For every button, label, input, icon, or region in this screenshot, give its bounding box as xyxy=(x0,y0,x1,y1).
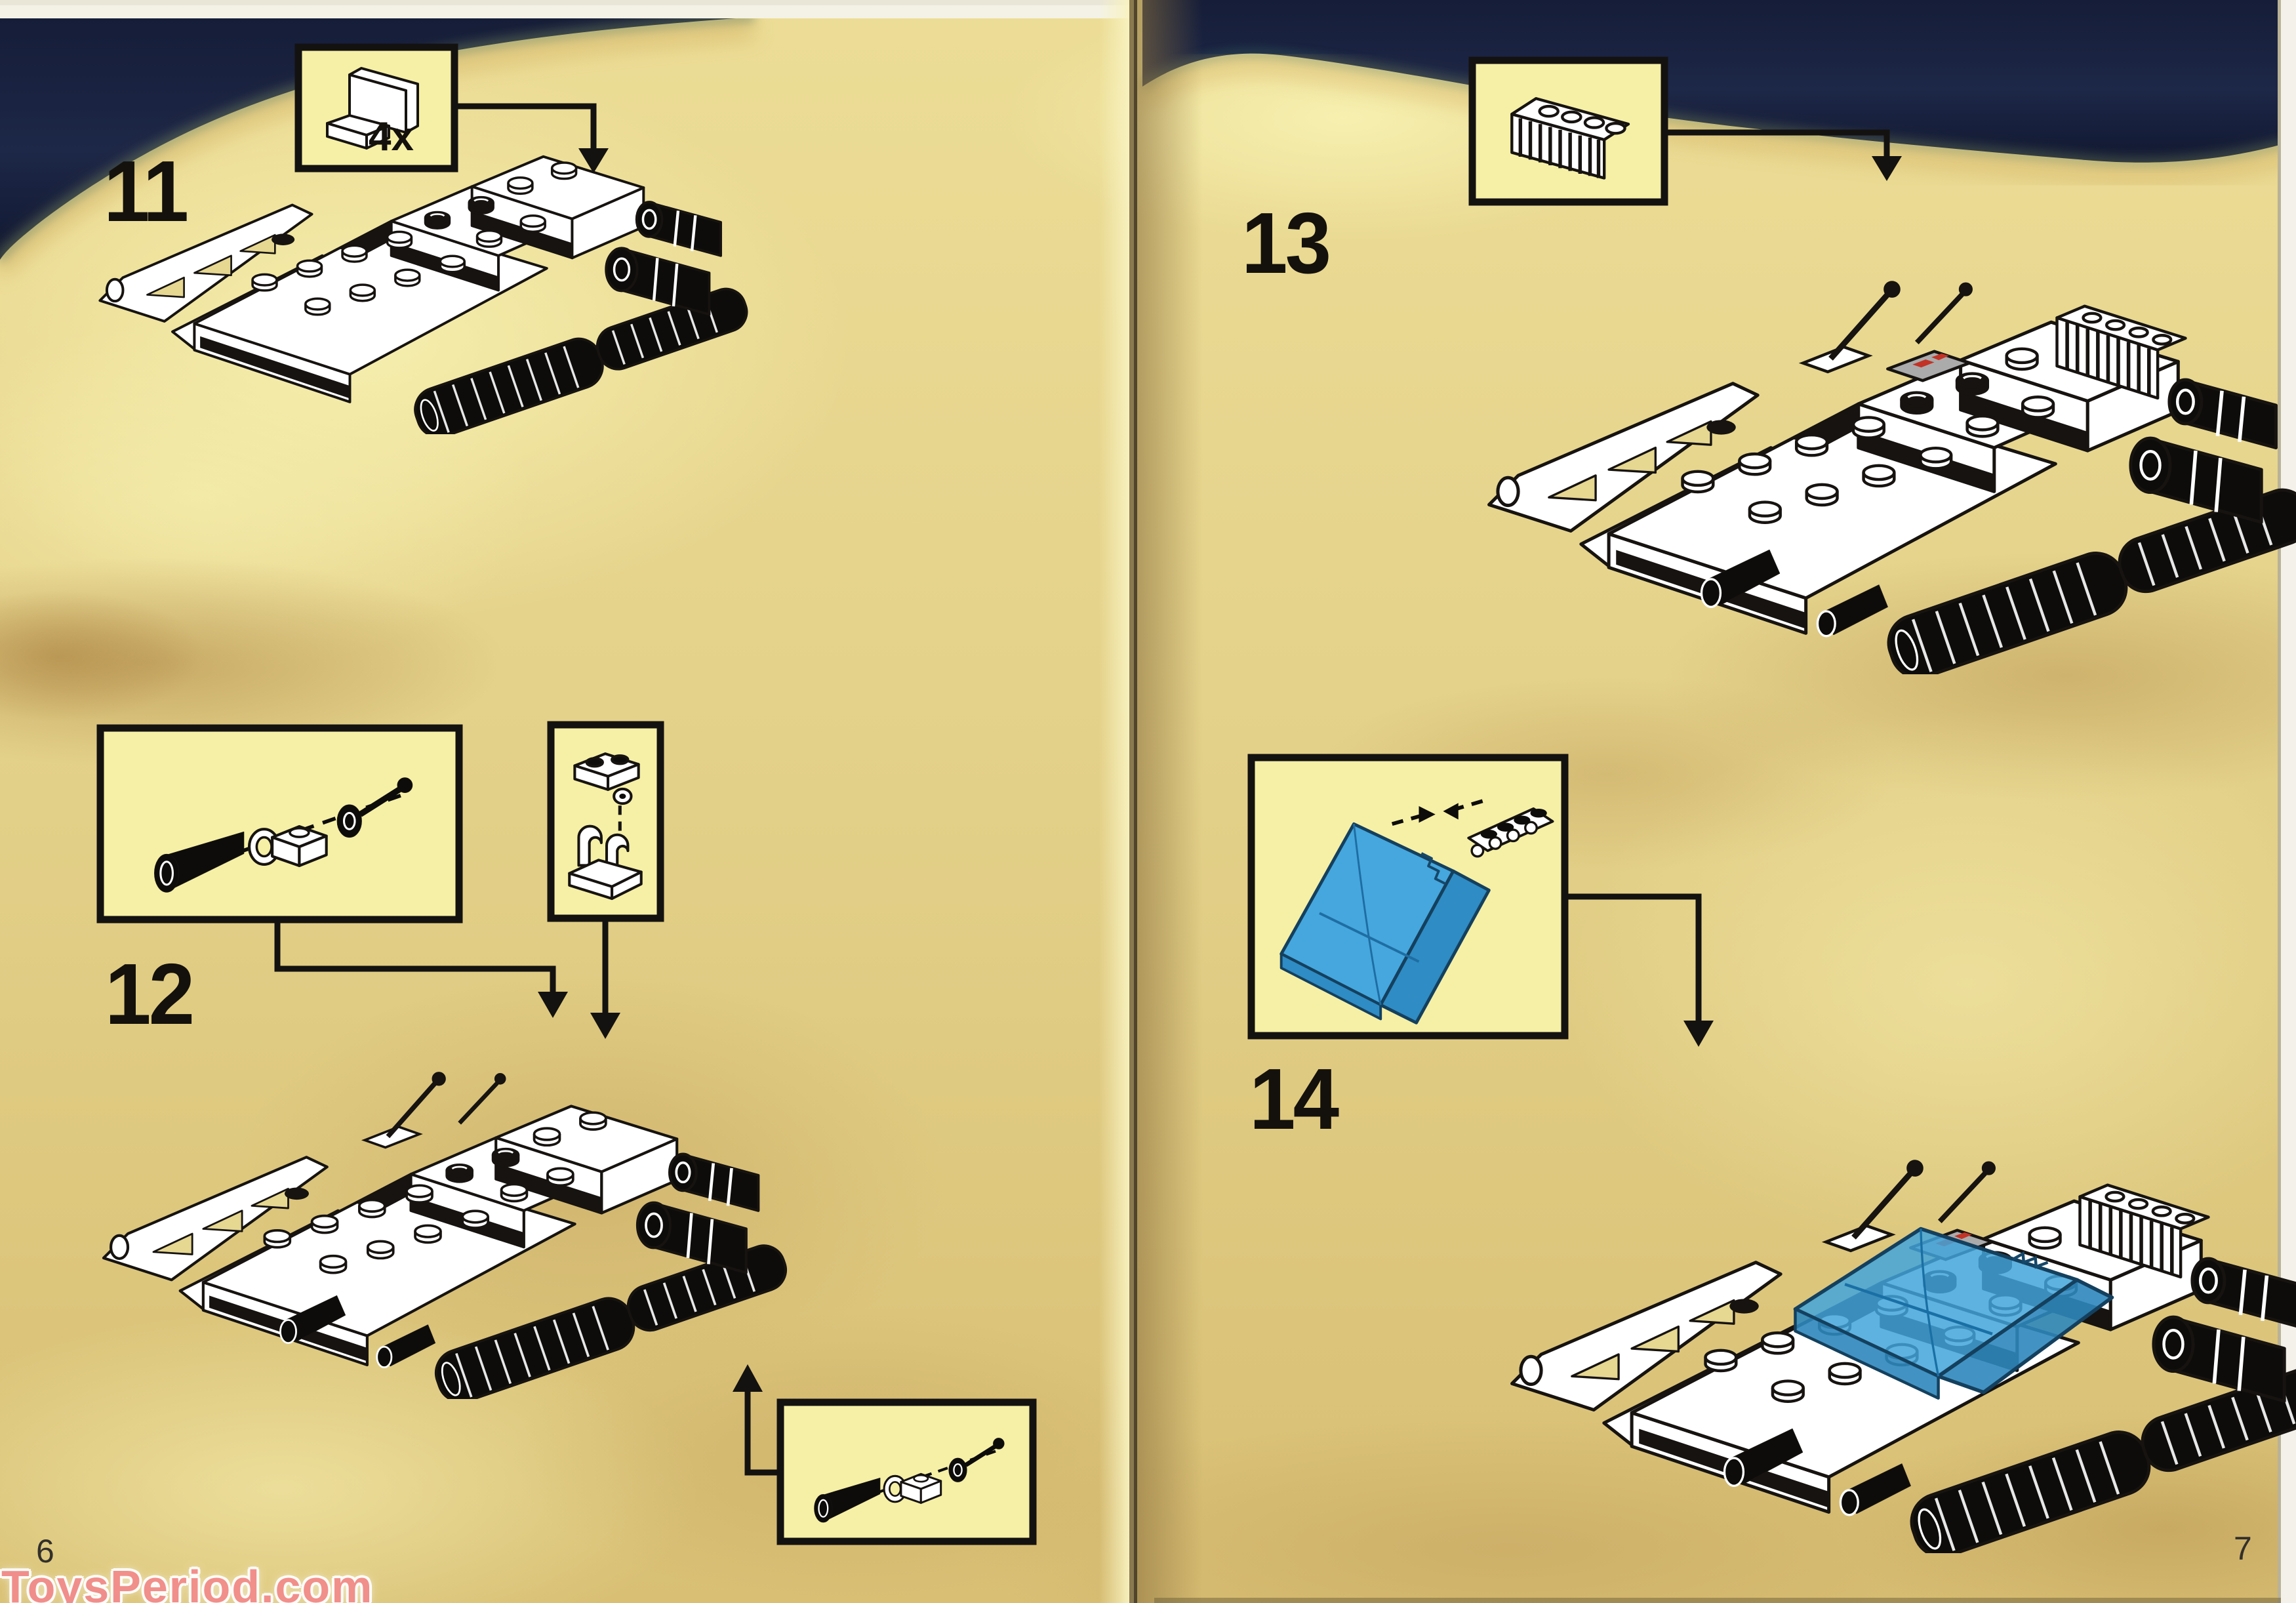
watermark: ToysPeriod.com xyxy=(1,1561,374,1603)
arrow-step-12-b xyxy=(590,918,620,1039)
arrow-down-icon xyxy=(590,1013,620,1039)
arrow-down-icon xyxy=(578,148,609,173)
arrow-up-icon xyxy=(733,1364,763,1392)
arrow-step-14 xyxy=(1565,893,1714,1047)
step-11-number: 11 xyxy=(104,143,189,239)
callout-step-14-parts xyxy=(1247,754,1569,1040)
arrow-down-icon xyxy=(1872,156,1902,181)
step-12-number: 12 xyxy=(105,946,195,1042)
callout-step-12-parts-b xyxy=(547,721,664,922)
gutter-highlight xyxy=(1099,0,1129,1603)
callout-step-12-parts-c xyxy=(776,1398,1037,1545)
step-14-number: 14 xyxy=(1249,1051,1339,1147)
callout-step-11-parts xyxy=(294,43,458,172)
callout-step-13-parts xyxy=(1468,56,1668,206)
gutter-shadow xyxy=(1137,0,1203,1603)
callout-step-12-parts-a xyxy=(96,724,463,923)
arrow-down-icon xyxy=(1683,1021,1714,1047)
arrow-step-12-c xyxy=(733,1364,780,1476)
arrow-step-11 xyxy=(454,103,609,173)
right-page-edge xyxy=(2281,0,2296,1603)
page-number-left: 6 xyxy=(36,1533,54,1570)
sky-left xyxy=(0,12,755,277)
arrow-step-13 xyxy=(1664,129,1902,181)
arrow-step-12-a xyxy=(274,920,568,1018)
step-13-number: 13 xyxy=(1241,195,1331,291)
step-11-part-quantity: 4x xyxy=(369,114,414,159)
page-number-right: 7 xyxy=(2234,1530,2252,1567)
arrow-down-icon xyxy=(538,992,568,1018)
bottom-page-edge xyxy=(1154,1598,2281,1603)
